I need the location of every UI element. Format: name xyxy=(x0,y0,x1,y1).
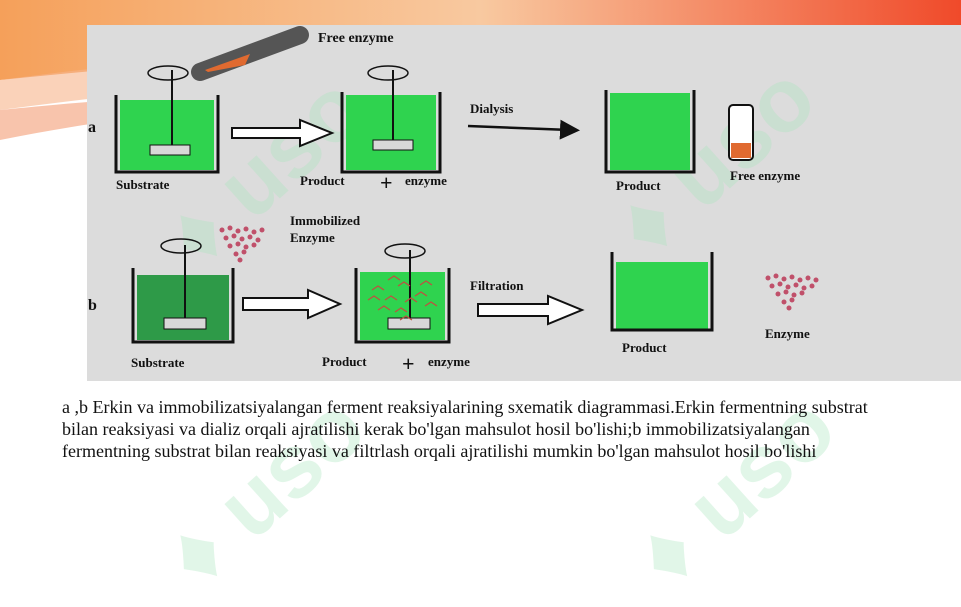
beaker-product-final-b xyxy=(610,252,714,332)
label-free-enzyme-side: Free enzyme xyxy=(730,168,800,183)
label-dialysis: Dialysis xyxy=(470,101,513,116)
label-product-final-a: Product xyxy=(616,178,661,193)
enzyme-dots xyxy=(765,273,819,311)
label-free-enzyme-top: Free enzyme xyxy=(318,31,394,46)
arrow-b1 xyxy=(242,288,343,320)
label-enzyme-a: enzyme xyxy=(405,173,447,188)
beaker-product-final-a xyxy=(604,90,696,174)
arrow-filtration xyxy=(477,294,585,326)
beaker-substrate-b xyxy=(131,238,235,344)
label-immobilized-2: Enzyme xyxy=(290,230,335,245)
label-immobilized-1: Immobilized xyxy=(290,213,361,228)
rotation-icon xyxy=(367,65,409,81)
label-plus-a: + xyxy=(380,170,393,195)
label-product-b: Product xyxy=(322,354,367,369)
beaker-product-b xyxy=(354,243,451,344)
arrow-a1 xyxy=(231,118,335,148)
label-product-a: Product xyxy=(300,173,345,188)
label-enzyme-b: enzyme xyxy=(428,354,470,369)
beaker-substrate-a xyxy=(114,65,220,174)
label-enzyme-side: Enzyme xyxy=(765,326,810,341)
label-filtration: Filtration xyxy=(470,278,524,293)
rotation-icon xyxy=(147,65,189,81)
rotation-icon xyxy=(160,238,202,254)
label-substrate-b: Substrate xyxy=(131,355,185,370)
tube-free-enzyme xyxy=(728,104,754,161)
beaker-product-a xyxy=(340,65,442,174)
enzyme-reaction-diagram: a Free enzyme Substrate Product + enzyme… xyxy=(88,26,819,376)
arrow-dialysis xyxy=(467,119,580,140)
enzyme-particles xyxy=(367,275,438,321)
label-substrate-a: Substrate xyxy=(116,177,170,192)
pipette-icon xyxy=(191,26,309,81)
row-a-letter: a xyxy=(88,119,96,136)
row-b-letter: b xyxy=(88,297,97,314)
label-plus-b: + xyxy=(402,351,415,376)
rotation-icon xyxy=(384,243,426,259)
immobilized-enzyme-dots xyxy=(219,225,265,263)
diagram-caption: a ,b Erkin va immobilizatsiyalangan ferm… xyxy=(62,397,868,461)
label-product-final-b: Product xyxy=(622,340,667,355)
